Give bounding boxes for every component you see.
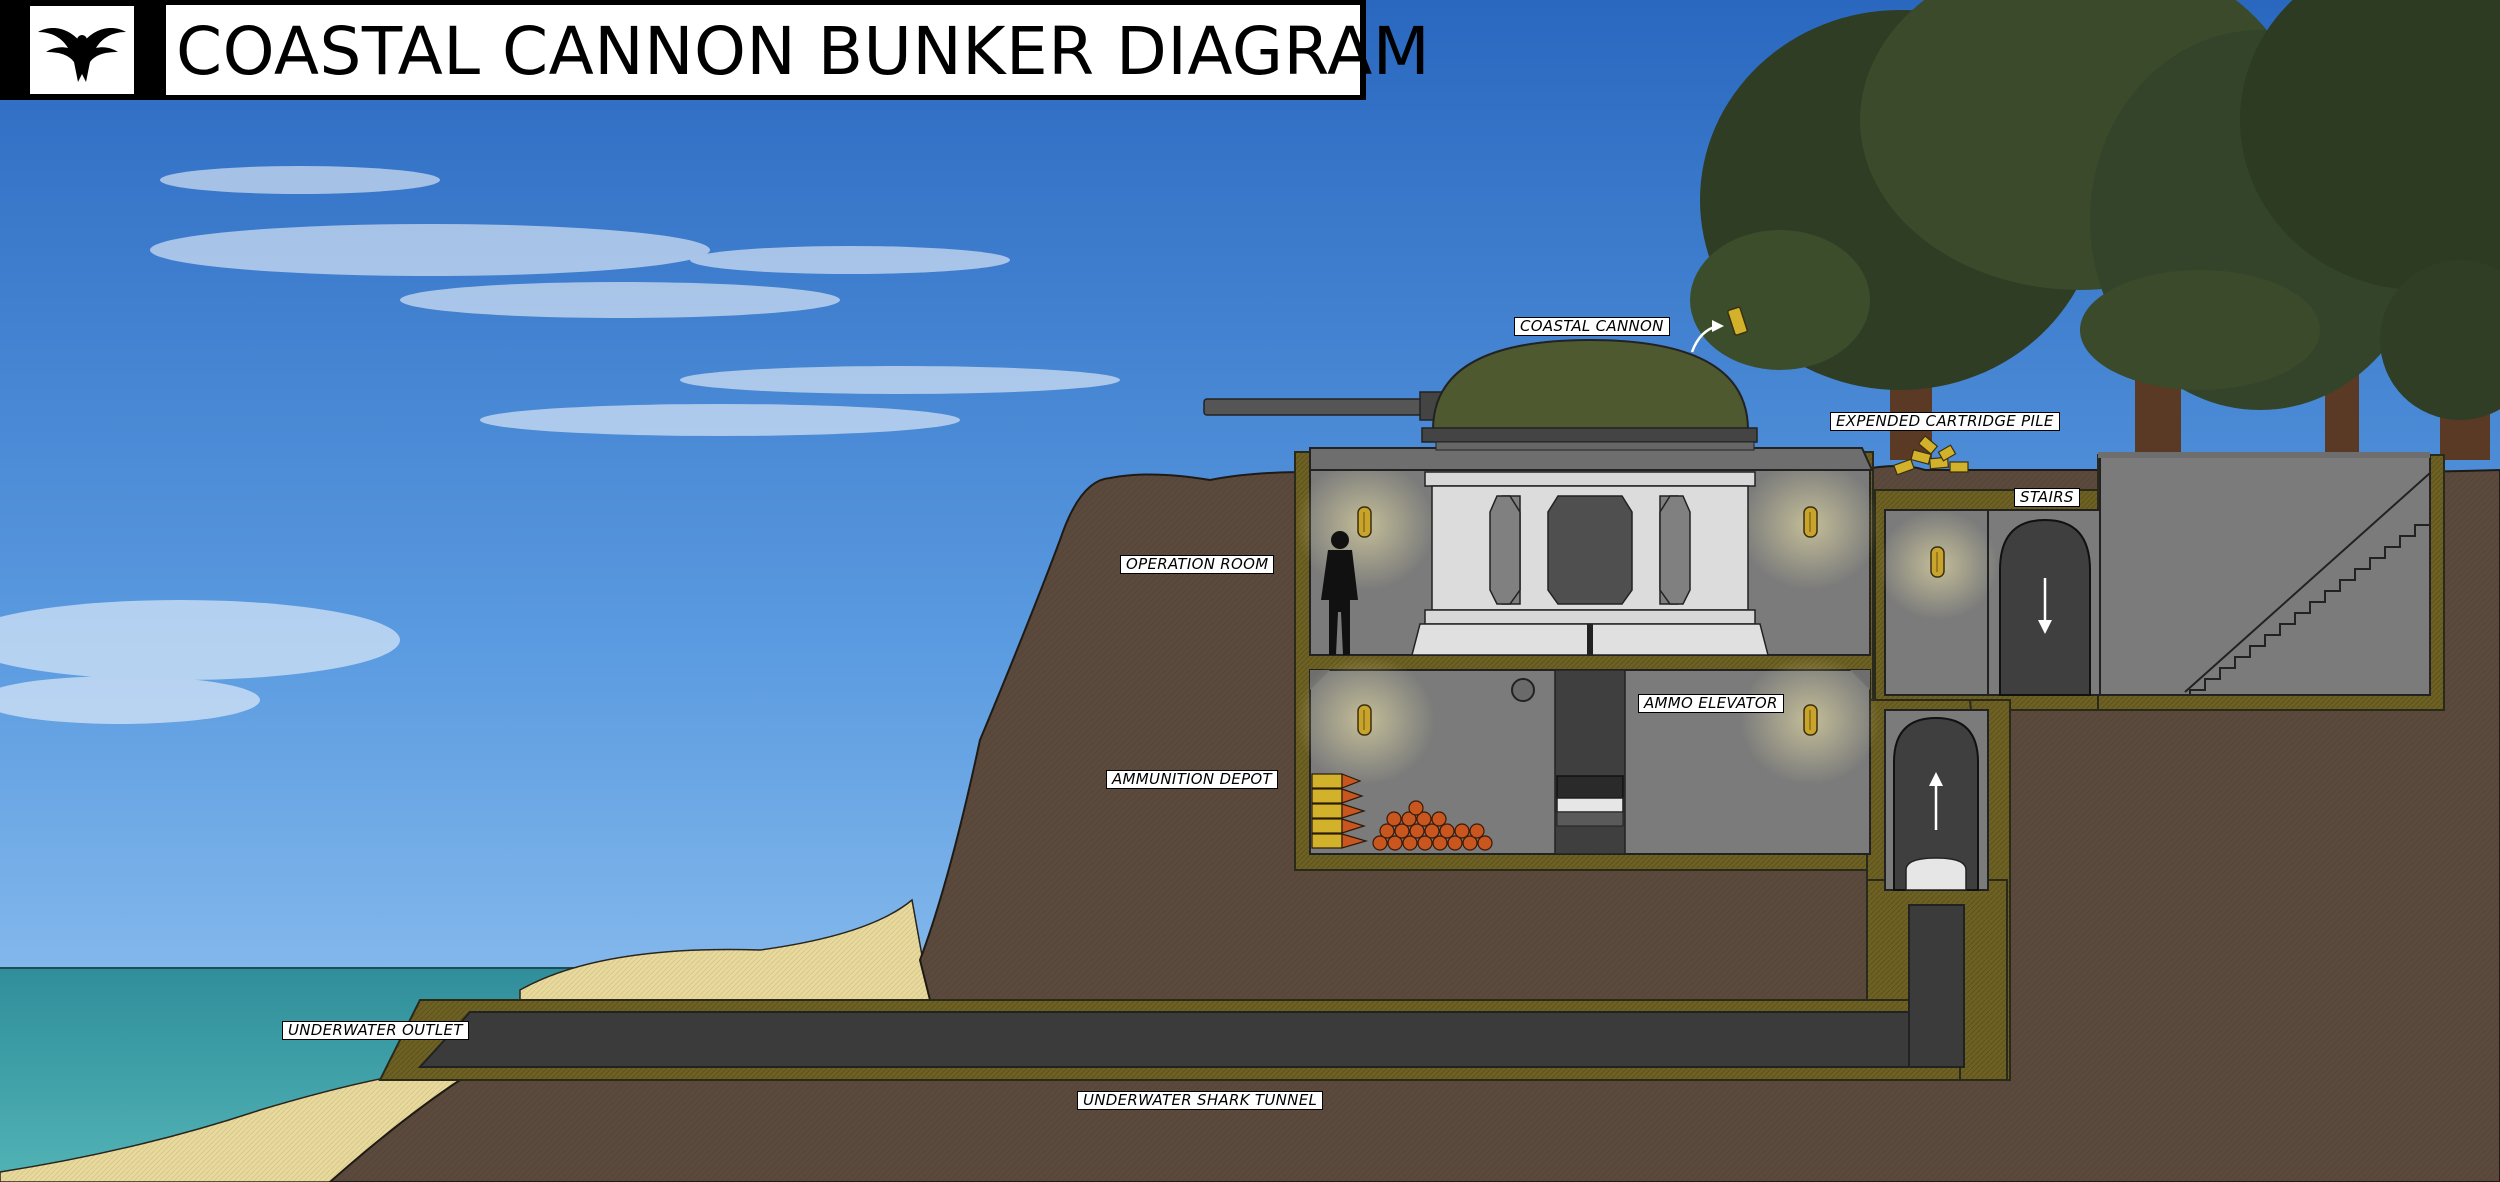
label-underwater-shark-tunnel: UNDERWATER SHARK TUNNEL [1077,1091,1324,1110]
label-operation-room: OPERATION ROOM [1120,555,1275,574]
eagle-icon [38,28,126,82]
label-ammo-elevator: AMMO ELEVATOR [1638,694,1784,713]
lamp-icon [1357,704,1372,736]
ammo-elevator-shaft [1554,669,1626,855]
logo [30,6,134,94]
shark-tunnel-shaft [1908,904,1965,1068]
soldier-silhouette-icon [1321,531,1358,655]
label-expended-cartridge-pile: EXPENDED CARTRIDGE PILE [1830,412,2060,431]
stacked-shells-icon [1311,773,1369,849]
lamp-icon [1803,704,1818,736]
stairway-door-down [1999,518,2091,696]
arrow-up-icon [1929,772,1943,786]
arrow-down-icon [2038,620,2052,634]
operation-room-roof [1309,447,1874,471]
expended-cartridge-pile-icon [1893,435,1969,476]
label-coastal-cannon: COASTAL CANNON [1514,317,1670,336]
page-title: COASTAL CANNON BUNKER DIAGRAM [176,13,1431,90]
label-underwater-outlet: UNDERWATER OUTLET [282,1021,469,1040]
coastal-cannon [1203,338,1758,451]
clouds [0,166,1120,724]
upper-sand [519,898,931,1001]
shell-pile-icon [1372,800,1493,851]
elevator-door-up [1893,716,1979,891]
lamp-icon [1803,506,1818,538]
label-stairs: STAIRS [2014,488,2080,507]
staircase [2189,473,2431,695]
vent-icon [1511,678,1535,702]
lamp-icon [1357,506,1372,538]
cannon-mount [1411,471,1769,656]
stairs-room [2099,454,2431,696]
lamp-icon [1930,546,1945,578]
ejected-cartridge-icon [1690,306,1748,353]
trees [1690,0,2500,460]
shark-tunnel [417,1011,1956,1068]
title-bar: COASTAL CANNON BUNKER DIAGRAM [0,0,1430,100]
label-ammunition-depot: AMMUNITION DEPOT [1106,770,1278,789]
title-box: COASTAL CANNON BUNKER DIAGRAM [164,3,1430,97]
